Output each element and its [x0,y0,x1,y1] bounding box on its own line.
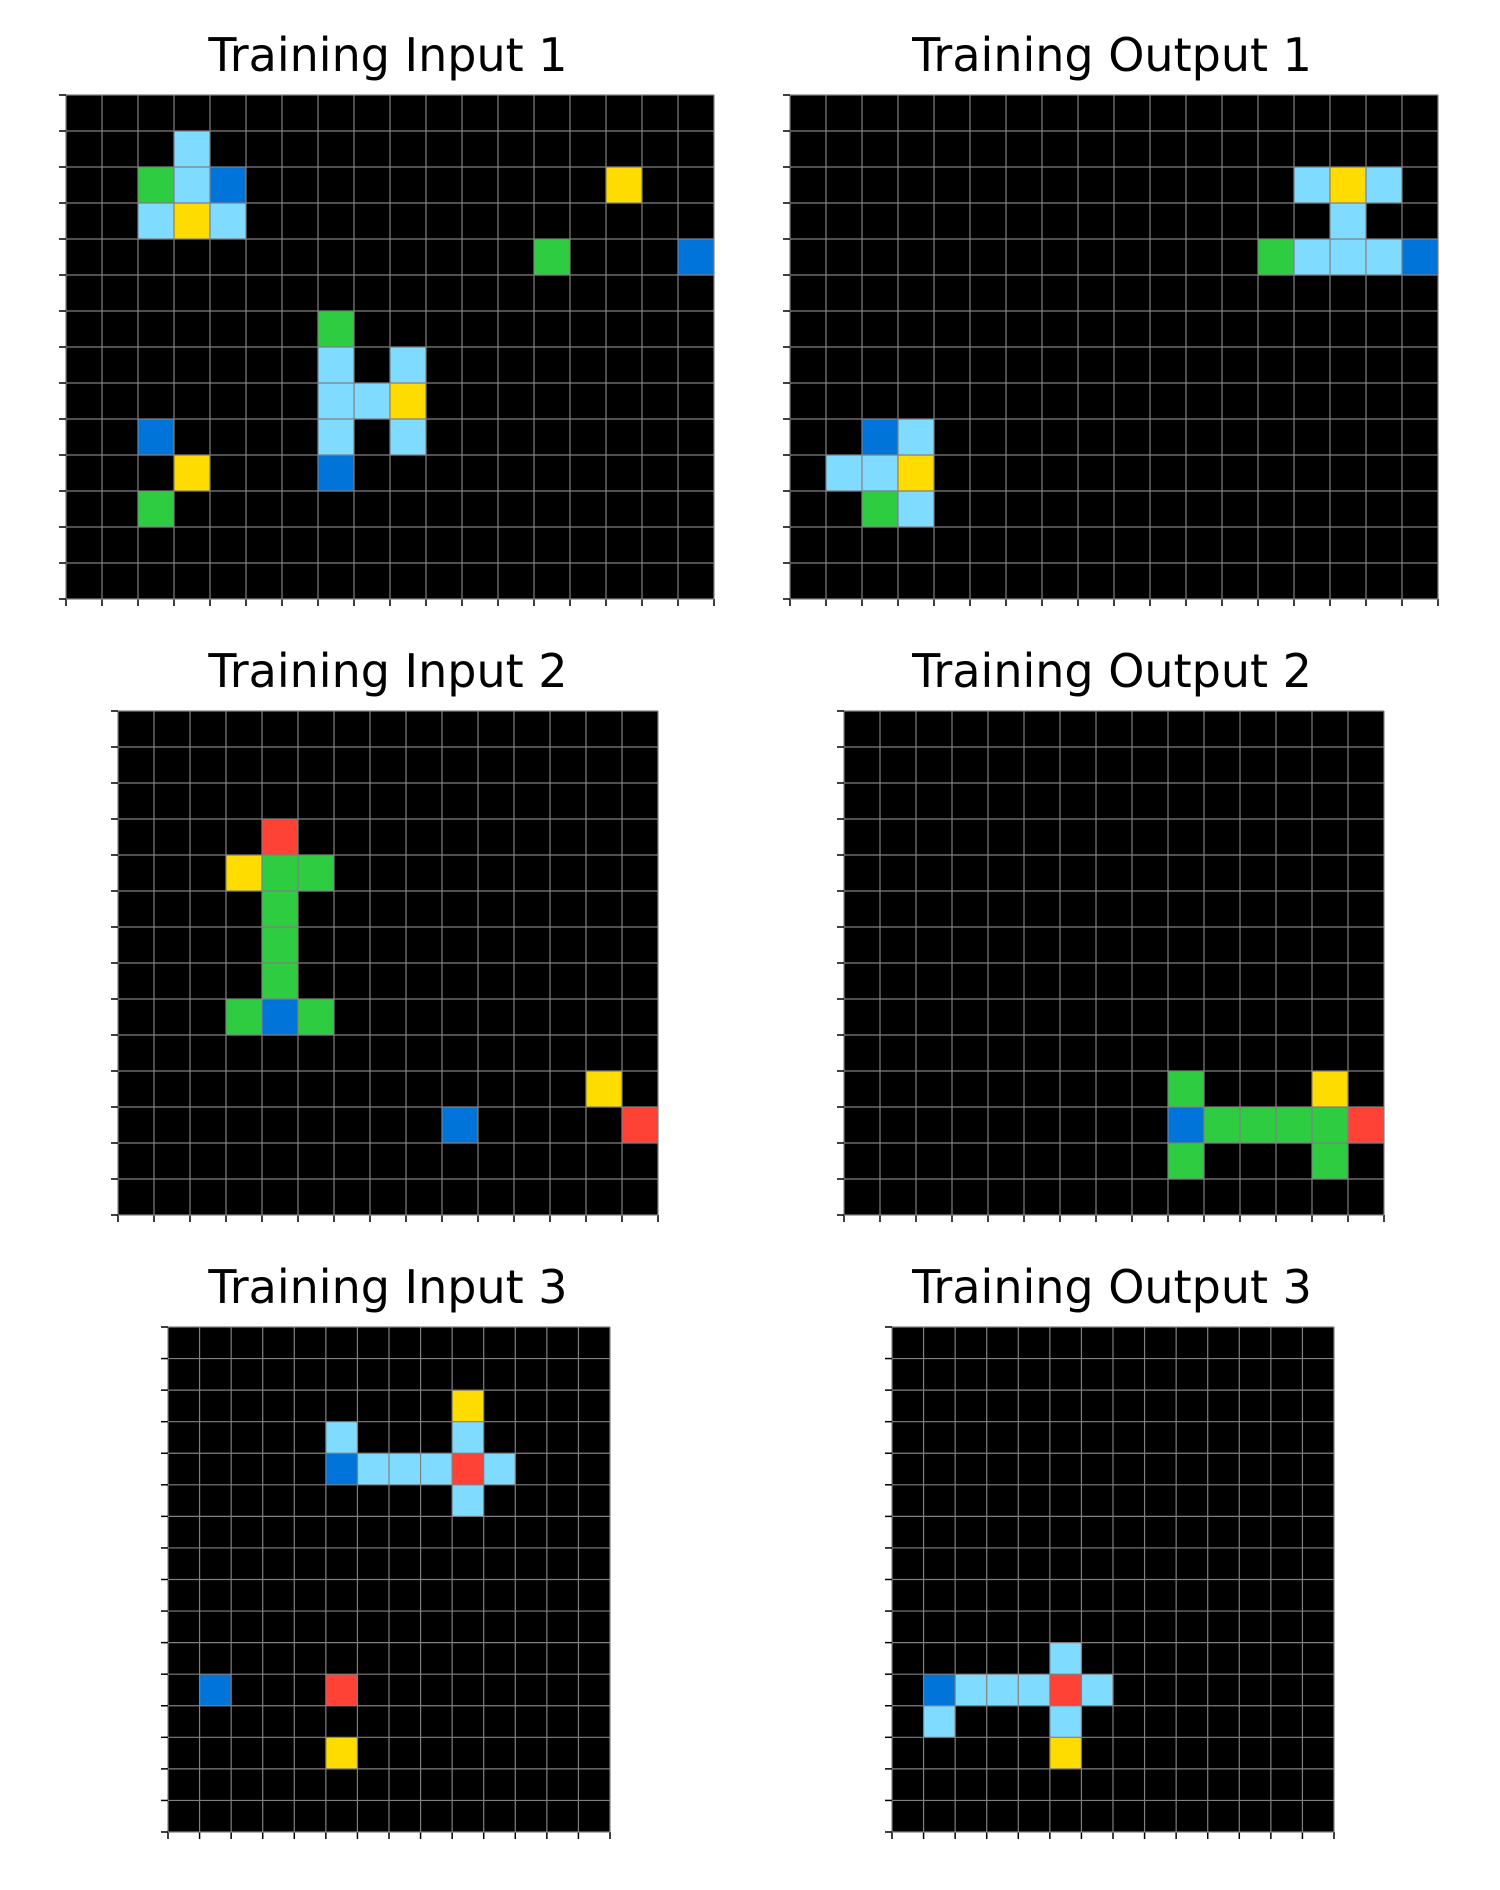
grid-cell [389,1453,421,1485]
grid-cell [1294,167,1330,203]
panel-title-output-1: Training Output 1 [912,28,1312,82]
grid-cell [318,347,354,383]
grid-cell [1312,1071,1348,1107]
grid-cell [226,855,262,891]
grid-cell [898,419,934,455]
grid-cell [298,999,334,1035]
grid-cell [862,419,898,455]
grid-cell [325,1421,358,1454]
grid-cell [452,1484,484,1517]
grid-panel-5 [161,1326,611,1839]
grid-cell [898,455,934,491]
grid-cell [298,855,334,891]
grid-cell [210,203,246,239]
grid-cell [1018,1674,1050,1706]
grid-cell [262,891,298,927]
grid-cell [1366,239,1402,275]
grid-cell [262,999,298,1035]
grid-cell [1049,1737,1082,1769]
grid-cell [923,1705,956,1738]
grid-cell [862,455,898,491]
grid-cell [357,1453,389,1485]
grid-cell [318,311,354,347]
grid-cell [606,167,642,203]
grid-cell [1312,1143,1348,1179]
grid-cell [923,1674,956,1706]
grid-cell [898,491,934,527]
grid-cell [1049,1705,1082,1738]
panel-title-output-2: Training Output 2 [912,644,1312,698]
panel-title-input-1: Training Input 1 [208,28,568,82]
grid-cell [1402,239,1438,275]
grid-cell [534,239,570,275]
grid-cell [262,855,298,891]
grid-cell [955,1674,987,1706]
grid-cell [318,455,354,491]
grid-cell [318,419,354,455]
grid-panel-3 [111,710,659,1222]
grid-cell [678,239,714,275]
grid-cell [138,203,174,239]
grid-cell [262,819,298,855]
grid-cell [1258,239,1294,275]
grid-cell [1081,1674,1113,1706]
grid-cell [174,131,210,167]
grid-cell [199,1674,232,1706]
grid-cell [325,1737,358,1769]
grid-cell [138,419,174,455]
grid-cell [174,455,210,491]
grid-cell [1240,1107,1276,1143]
grid-cell [1204,1107,1240,1143]
panel-title-input-3: Training Input 3 [208,1260,568,1314]
grid-cell [1168,1107,1204,1143]
grid-cell [986,1674,1019,1706]
grid-cell [226,999,262,1035]
grid-cell [390,419,426,455]
grid-cell [586,1071,622,1107]
grid-cell [210,167,246,203]
grid-cell [354,383,390,419]
grid-cell [1168,1143,1204,1179]
grid-cell [390,383,426,419]
grid-cell [262,927,298,963]
grid-cell [452,1453,484,1485]
grid-cell [452,1390,484,1422]
grid-cell [1168,1071,1204,1107]
grid-cell [138,167,174,203]
grid-cell [1276,1107,1312,1143]
grid-cell [1330,239,1366,275]
grid-cell [138,491,174,527]
grid-cell [442,1107,478,1143]
panel-title-output-3: Training Output 3 [912,1260,1312,1314]
grid-cell [390,347,426,383]
grid-cell [1312,1107,1348,1143]
grid-cell [1049,1642,1082,1675]
grid-cell [325,1674,358,1706]
grid-cell [325,1453,358,1485]
grid-cell [174,203,210,239]
grid-cell [262,963,298,999]
grid-cell [1330,203,1366,239]
grid-cell [318,383,354,419]
grid-cell [420,1453,453,1485]
grid-cell [483,1453,516,1485]
grid-panel-6 [885,1326,1335,1839]
grid-cell [826,455,862,491]
grid-cell [1330,167,1366,203]
grid-cell [1348,1107,1384,1143]
grid-cell [622,1107,658,1143]
grid-cell [1294,239,1330,275]
grid-cell [1049,1674,1082,1706]
panel-title-input-2: Training Input 2 [208,644,568,698]
grid-cell [862,491,898,527]
grid-cell [174,167,210,203]
grid-panel-2 [783,94,1439,606]
grid-cell [1366,167,1402,203]
grid-cell [452,1421,484,1454]
grid-panel-1 [59,94,715,606]
grid-panel-4 [837,710,1385,1222]
